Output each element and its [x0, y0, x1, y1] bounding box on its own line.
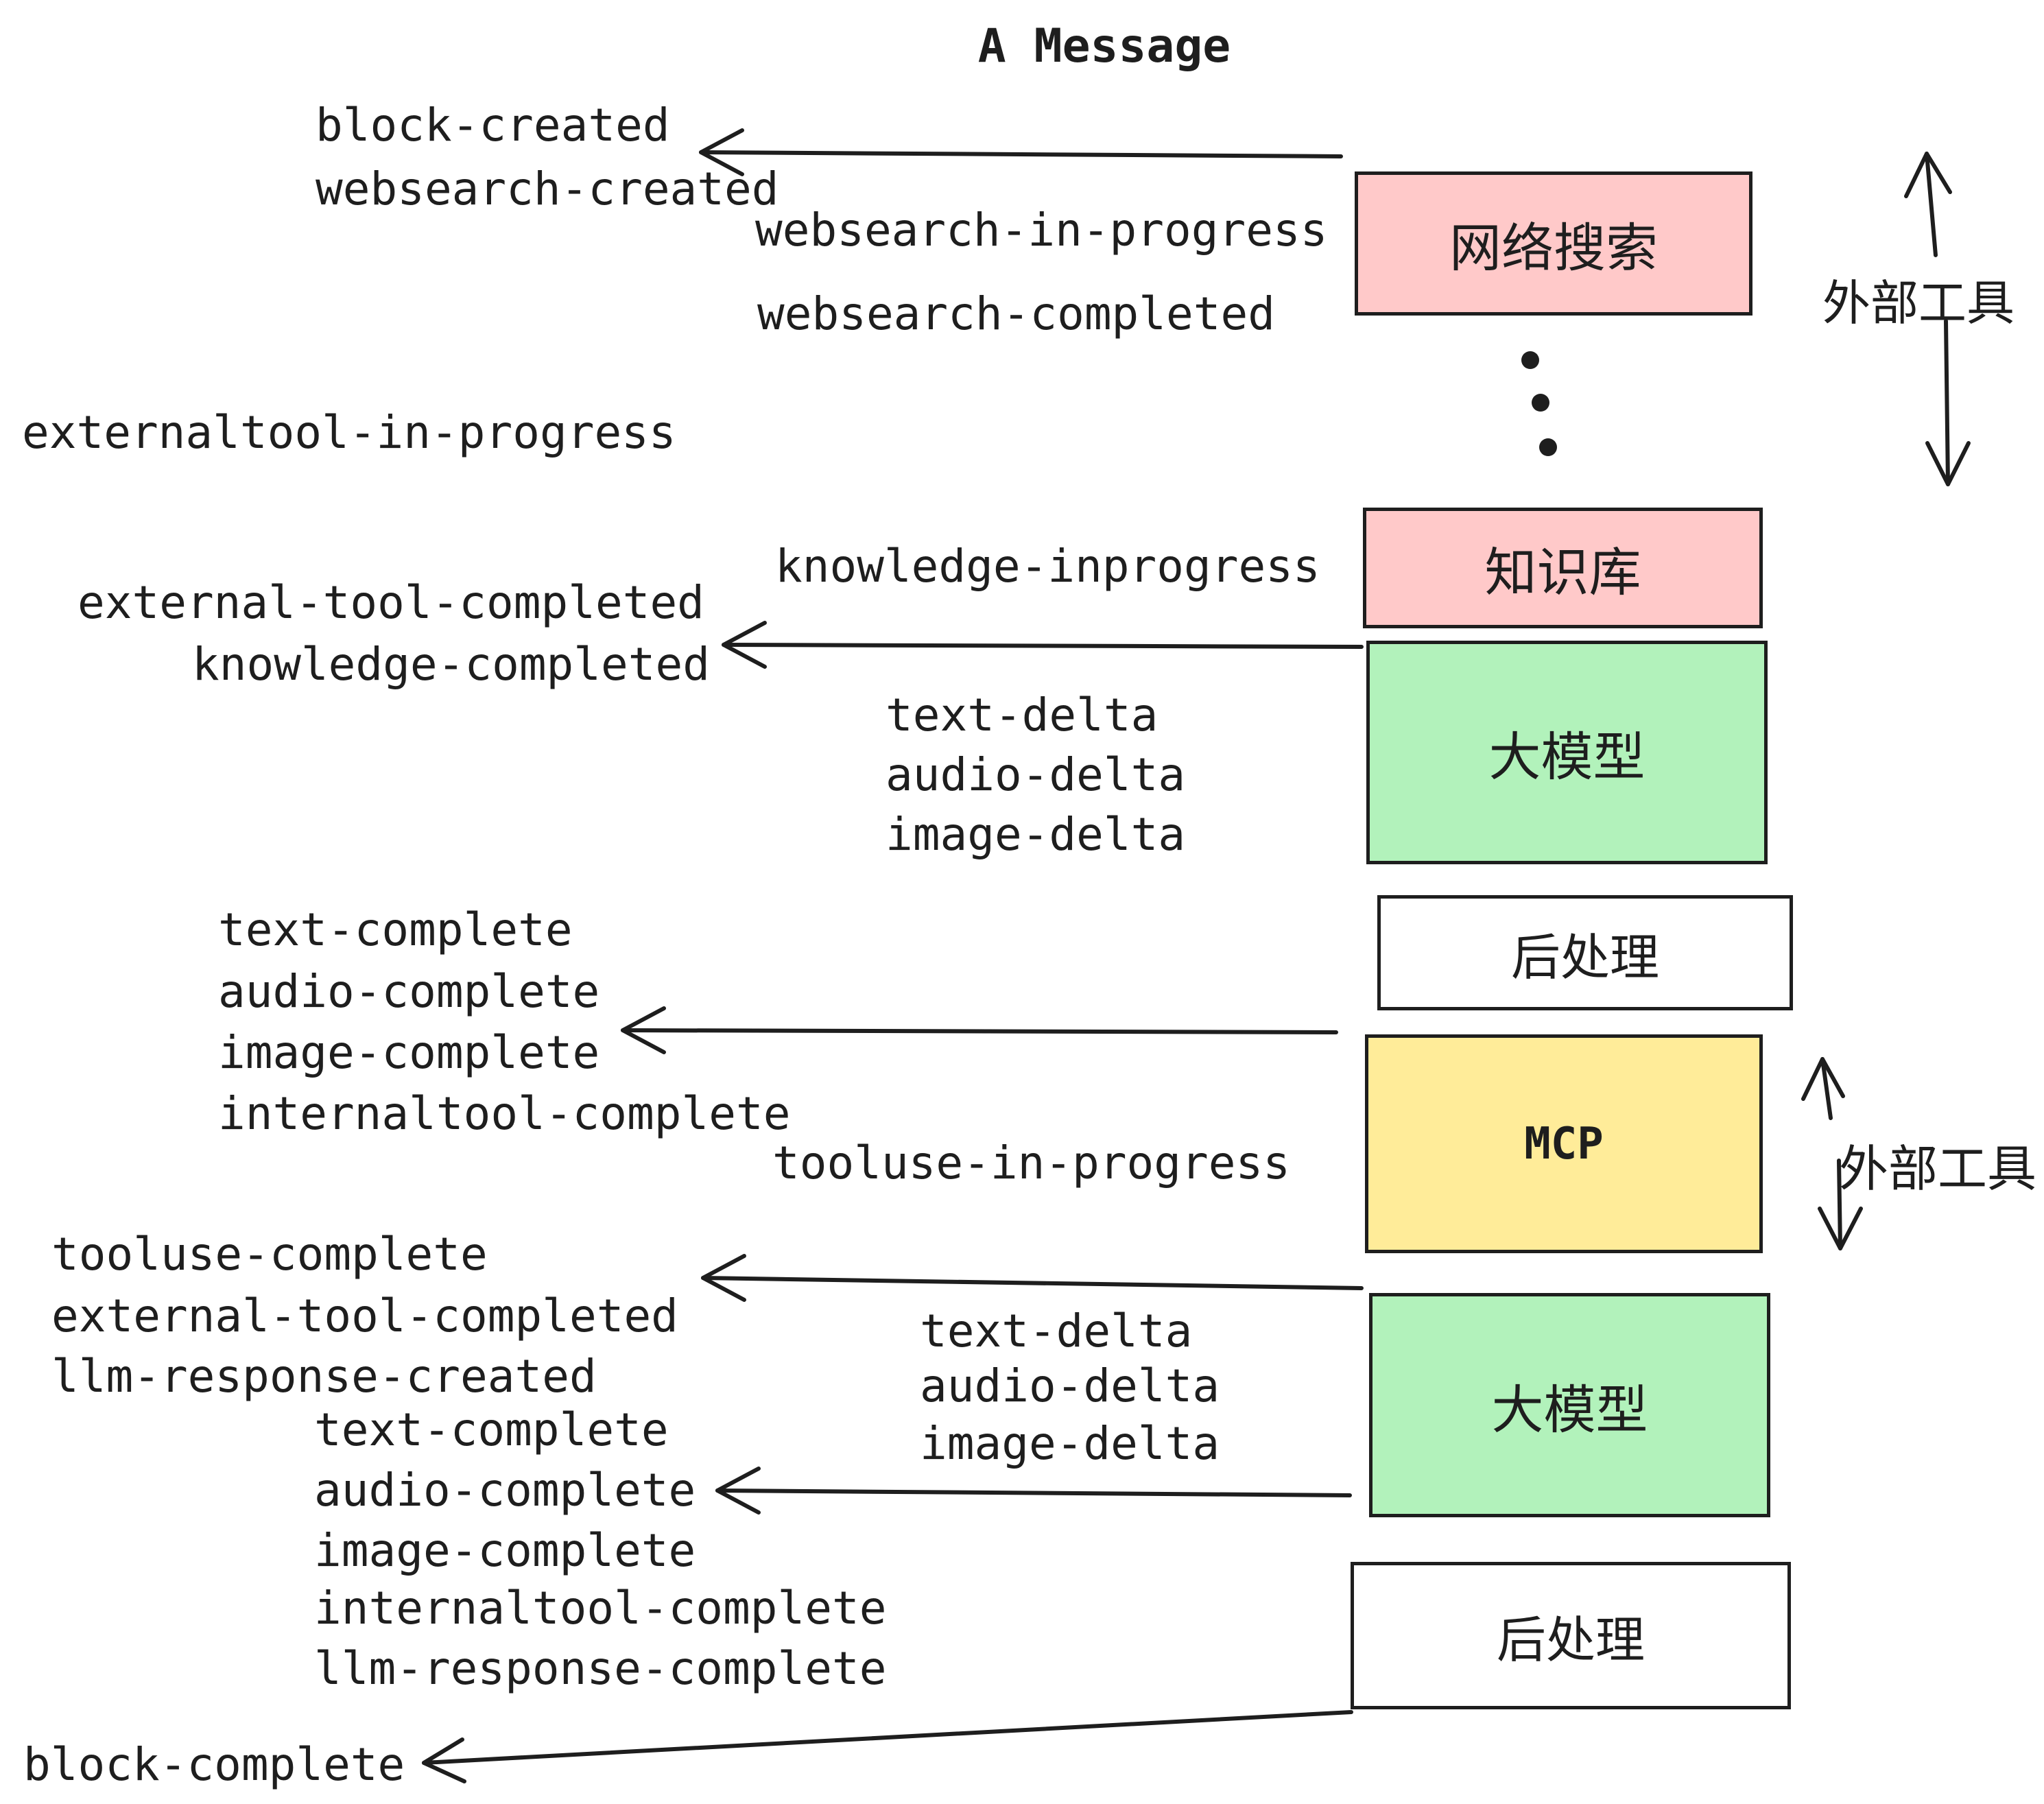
- event-external-tool-completed-2: external-tool-completed: [51, 1290, 678, 1342]
- event-internaltool-complete-2: internaltool-complete: [314, 1582, 887, 1635]
- box-knowledge: 知识库: [1363, 508, 1763, 628]
- box-llm-2-label: 大模型: [1491, 1379, 1648, 1440]
- event-websearch-created: websearch-created: [316, 163, 779, 215]
- event-text-delta-2: text-delta: [920, 1305, 1193, 1357]
- event-image-complete-2: image-complete: [314, 1524, 696, 1577]
- arrow-block-complete: [422, 1710, 1353, 1783]
- event-audio-delta-2: audio-delta: [920, 1360, 1220, 1412]
- event-websearch-completed: websearch-completed: [757, 287, 1275, 340]
- box-postprocess-1: 后处理: [1377, 895, 1793, 1010]
- event-knowledge-inprogress: knowledge-inprogress: [775, 540, 1320, 593]
- external-tool-top-up-arrow: [1904, 152, 1952, 257]
- event-llm-response-created: llm-response-created: [51, 1350, 597, 1403]
- event-image-delta-2: image-delta: [920, 1417, 1220, 1470]
- external-tool-mcp-note: 外部工具: [1839, 1140, 2037, 1198]
- box-websearch: 网络搜索: [1355, 171, 1752, 316]
- event-knowledge-completed: knowledge-completed: [192, 638, 710, 691]
- event-image-delta-1: image-delta: [886, 808, 1186, 861]
- event-audio-complete-1: audio-complete: [218, 965, 600, 1018]
- event-audio-complete-2: audio-complete: [314, 1464, 696, 1517]
- box-llm-1-label: 大模型: [1488, 726, 1645, 787]
- box-mcp-label: MCP: [1524, 1118, 1604, 1170]
- event-block-complete: block-complete: [23, 1738, 405, 1791]
- arrow-tooluse-complete: [701, 1254, 1364, 1302]
- external-tool-top-note: 外部工具: [1822, 275, 2015, 331]
- arrow-knowledge-completed: [722, 621, 1364, 669]
- event-text-delta-1: text-delta: [886, 689, 1158, 741]
- box-websearch-label: 网络搜索: [1449, 217, 1658, 278]
- arrow-llm-response-complete: [715, 1467, 1352, 1515]
- arrow-websearch-created: [699, 128, 1343, 176]
- event-text-complete-2: text-complete: [314, 1403, 669, 1456]
- event-image-complete-1: image-complete: [218, 1026, 600, 1079]
- event-block-created: block-created: [316, 99, 670, 152]
- arrow-internaltool-complete: [621, 1006, 1338, 1054]
- vertical-ellipsis-dots: [1521, 351, 1557, 456]
- box-postprocess-2: 后处理: [1351, 1562, 1791, 1709]
- box-llm-1: 大模型: [1366, 641, 1768, 864]
- event-websearch-in-progress: websearch-in-progress: [755, 204, 1328, 257]
- box-mcp: MCP: [1365, 1034, 1763, 1253]
- external-tool-mcp-up-arrow: [1801, 1057, 1845, 1120]
- event-tooluse-in-progress: tooluse-in-progress: [772, 1137, 1290, 1189]
- event-externaltool-in-progress: externaltool-in-progress: [22, 406, 676, 459]
- diagram-title: A Message: [977, 19, 1231, 73]
- box-postprocess-1-label: 后处理: [1510, 928, 1659, 986]
- box-postprocess-2-label: 后处理: [1496, 1611, 1645, 1669]
- event-text-complete-1: text-complete: [218, 903, 573, 956]
- box-llm-2: 大模型: [1369, 1293, 1770, 1517]
- event-internaltool-complete-1: internaltool-complete: [218, 1087, 791, 1140]
- external-tool-top-down-arrow: [1925, 319, 1971, 486]
- event-external-tool-completed-1: external-tool-completed: [78, 576, 704, 629]
- box-knowledge-label: 知识库: [1484, 542, 1641, 603]
- event-tooluse-complete: tooluse-complete: [51, 1228, 488, 1281]
- event-llm-response-complete: llm-response-complete: [314, 1642, 887, 1695]
- event-audio-delta-1: audio-delta: [886, 748, 1186, 801]
